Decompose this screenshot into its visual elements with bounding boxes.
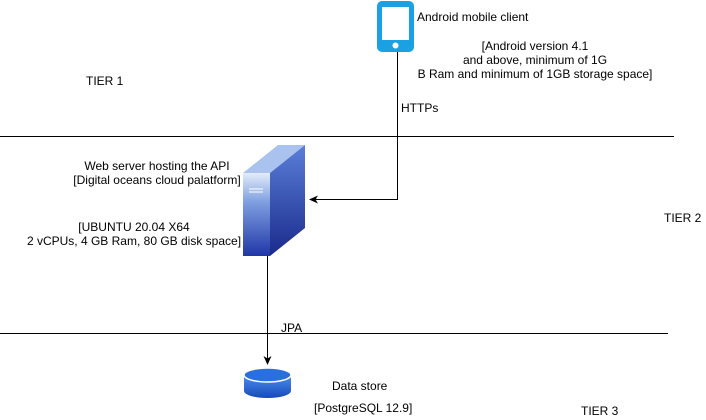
- server-title: Web server hosting the API [Digital ocea…: [62, 159, 252, 187]
- server-title-line: [Digital oceans cloud palatform]: [73, 173, 241, 187]
- server-title-line: Web server hosting the API: [84, 159, 230, 173]
- smartphone-icon[interactable]: [377, 1, 414, 52]
- tier-2-label: TIER 2: [664, 211, 702, 225]
- server-icon[interactable]: [243, 145, 305, 256]
- data-store-title: Data store: [332, 379, 388, 393]
- https-connector[interactable]: [309, 52, 398, 204]
- mobile-spec-line: B Ram and minimum of 1GB storage space]: [417, 67, 653, 81]
- https-label: HTTPs: [401, 101, 439, 115]
- server-specs: [UBUNTU 20.04 X64 2 vCPUs, 4 GB Ram, 80 …: [22, 220, 246, 248]
- mobile-client-specs: [Android version 4.1 and above, minimum …: [405, 39, 665, 81]
- mobile-spec-line: [Android version 4.1: [481, 39, 589, 53]
- jpa-label: JPA: [281, 321, 303, 335]
- data-store-version: [PostgreSQL 12.9]: [314, 401, 413, 415]
- server-spec-line: 2 vCPUs, 4 GB Ram, 80 GB disk space]: [26, 234, 242, 248]
- tier-3-label: TIER 3: [581, 404, 619, 418]
- server-spec-line: [UBUNTU 20.04 X64: [78, 220, 190, 234]
- mobile-spec-line: and above, minimum of 1G: [462, 53, 608, 67]
- database-icon[interactable]: [243, 367, 292, 399]
- mobile-client-title: Android mobile client: [417, 10, 529, 24]
- tier-1-label: TIER 1: [86, 74, 124, 88]
